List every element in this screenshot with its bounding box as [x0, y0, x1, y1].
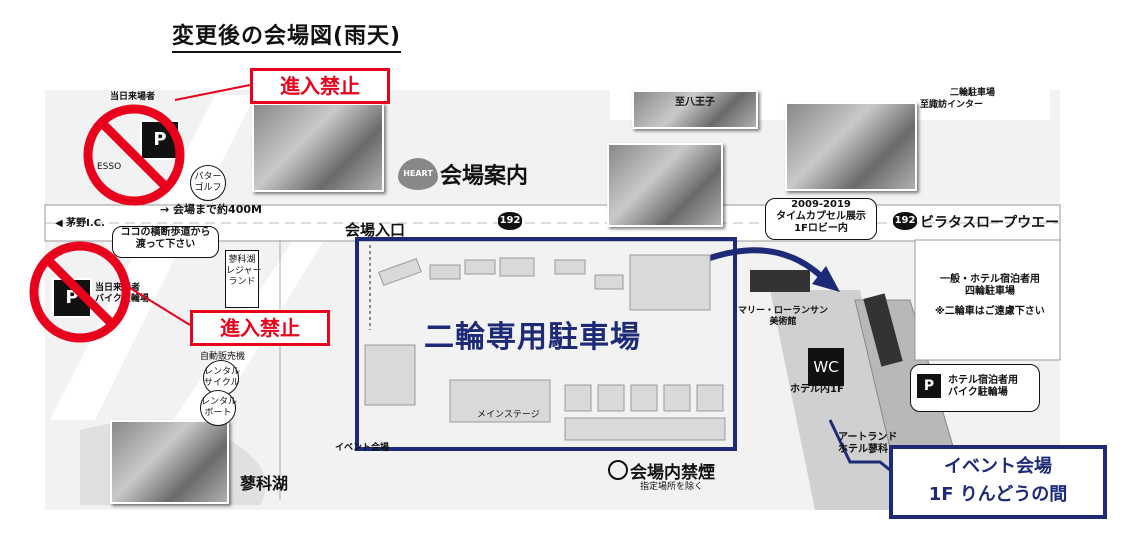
no-smoking-icon — [608, 460, 628, 480]
hotel-bike-p-icon: P — [917, 374, 941, 398]
no-smoking-note: 指定場所を除く — [640, 482, 704, 492]
to-suwa-label: 至諏訪インター — [920, 100, 984, 110]
route-192-marker-right: 192 — [893, 212, 917, 230]
event-venue-box: イベント会場 1F りんどうの間 — [889, 445, 1107, 519]
lake-label: 蓼科湖 — [240, 474, 289, 493]
tateshina-ic-label: ◀ 茅野I.C. — [55, 218, 105, 229]
route-to-venue — [828, 419, 891, 472]
hotel-inner-block — [863, 293, 903, 367]
photo-flags — [607, 143, 723, 227]
event-venue-small-label: イベント会場 — [335, 443, 390, 453]
skyline-label: ビラタスロープウエー — [920, 215, 1060, 231]
route-192-marker: 192 — [498, 212, 522, 230]
no-smoking-label: 会場内禁煙 — [630, 463, 715, 483]
no-entry-label-top: 進入禁止 — [250, 68, 390, 104]
no-entry-sign-mid — [29, 241, 131, 343]
motorcycle-parking-zone — [355, 237, 737, 451]
photo-lake — [110, 420, 229, 504]
timecapsule-callout: 2009-2019 タイムカプセル展示 1Fロビー内 — [765, 198, 877, 240]
art-land-label: アートランド ホテル蓼科 — [838, 432, 898, 455]
leisure-land-label: 蓼科湖 レジャー ランド — [225, 250, 262, 308]
esso-label: ESSO — [97, 162, 122, 172]
main-stage-label: メインステージ — [477, 410, 540, 420]
photo-lobby — [785, 102, 917, 191]
hotel-1f-label: ホテル内1F — [790, 384, 844, 395]
no-entry-sign-top — [83, 104, 185, 206]
general-parking-label: 一般・ホテル宿泊者用 四輪駐車場 — [940, 274, 1040, 297]
parking-note-label: ※二輪車はご遠慮下さい — [935, 306, 1045, 317]
zone-label: 二輪専用駐車場 — [424, 320, 641, 355]
crosswalk-callout: ココの横断歩道から 渡って下さい — [112, 226, 219, 258]
photo-upper — [632, 90, 758, 129]
direction-arrow-head — [812, 266, 840, 292]
wc-sign: WC — [808, 348, 844, 386]
putter-golf-label: パター ゴルフ — [190, 165, 226, 201]
museum-building — [750, 270, 810, 292]
no-entry-label-mid: 進入禁止 — [190, 310, 330, 346]
bike-parking-upper-label: 二輪駐車場 — [950, 88, 996, 98]
four-wheel-parking — [914, 239, 1061, 361]
venue-guide-label: 会場案内 — [440, 164, 529, 189]
rental-boat-label: レンタル ボート — [200, 390, 237, 426]
direction-arrow — [709, 247, 828, 283]
page-title: 変更後の会場図(雨天) — [172, 18, 402, 53]
heart-icon: HEART — [398, 158, 438, 190]
no-entry-pointers — [124, 84, 251, 326]
event-venue-line1: イベント会場 — [944, 456, 1052, 477]
museum-label: マリー・ローランサン 美術館 — [738, 306, 829, 327]
event-venue-line2: 1F りんどうの間 — [928, 484, 1068, 505]
stall-blocks — [364, 254, 726, 441]
vending-label: 自動販売機 — [200, 352, 246, 362]
to-hachioji-label: 至八王子 — [675, 97, 715, 108]
hotel-bike-label: ホテル宿泊者用 バイク駐輪場 — [948, 375, 1018, 398]
entrance-label: 会場入口 — [345, 221, 406, 239]
to-venue-distance-label: → 会場まで約400M — [160, 203, 262, 216]
sameday-visitor-label: 当日来場者 — [110, 92, 156, 102]
photo-motorcycles — [252, 103, 384, 192]
